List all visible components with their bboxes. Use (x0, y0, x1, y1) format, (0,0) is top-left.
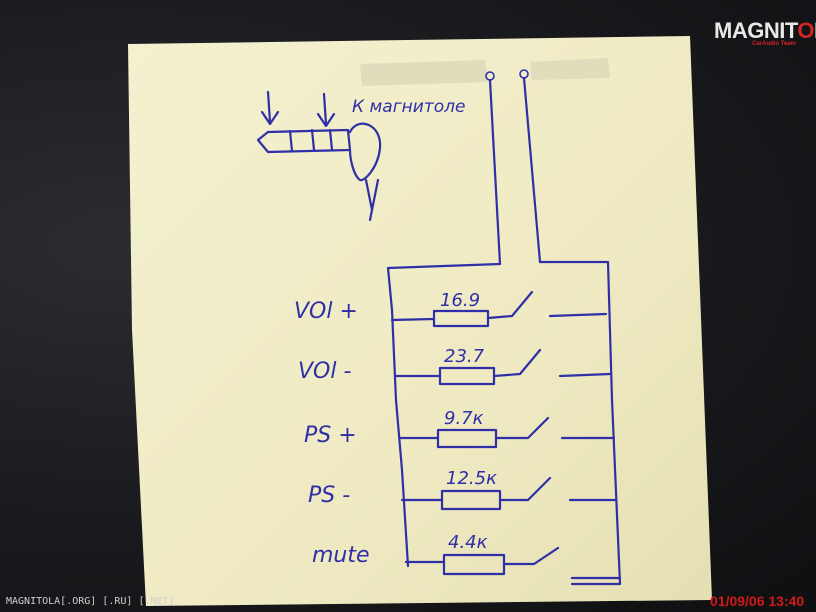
paper-note (128, 36, 712, 606)
photo-timestamp: 01/09/06 13:40 (710, 593, 805, 609)
magnitola-logo: MAGNITOLA (714, 18, 816, 44)
row-label-2: VOl - (298, 359, 351, 384)
resistor-row-3 (398, 416, 616, 449)
resistor-value-1: 16.9 (440, 290, 480, 311)
row-label-1: VOl + (294, 299, 358, 324)
row-label-5: mute (312, 543, 370, 568)
row-label-3: PS + (304, 423, 357, 448)
logo-text-left: MAGNIT (714, 18, 798, 43)
resistor-row-5 (404, 546, 622, 580)
resistor-value-3: 9.7к (444, 408, 484, 429)
circuit-frame (386, 260, 622, 586)
site-watermark: MAGNITOLA[.ORG] [.RU] [.NET] (6, 596, 175, 607)
resistor-value-2: 23.7 (444, 346, 485, 367)
audio-plug-drawing (256, 90, 382, 222)
resistor-row-1 (390, 290, 608, 328)
logo-text-o: O (797, 18, 814, 43)
resistor-row-4 (400, 476, 618, 511)
input-wires (485, 69, 542, 266)
plug-label: К магнитоле (352, 97, 465, 117)
resistor-value-4: 12.5к (446, 468, 497, 489)
logo-text-right: LA (814, 18, 816, 43)
resistor-row-2 (394, 348, 612, 386)
resistor-value-5: 4.4к (448, 532, 488, 553)
row-label-4: PS - (308, 483, 350, 508)
logo-tagline: CarAudio Team (752, 41, 796, 47)
